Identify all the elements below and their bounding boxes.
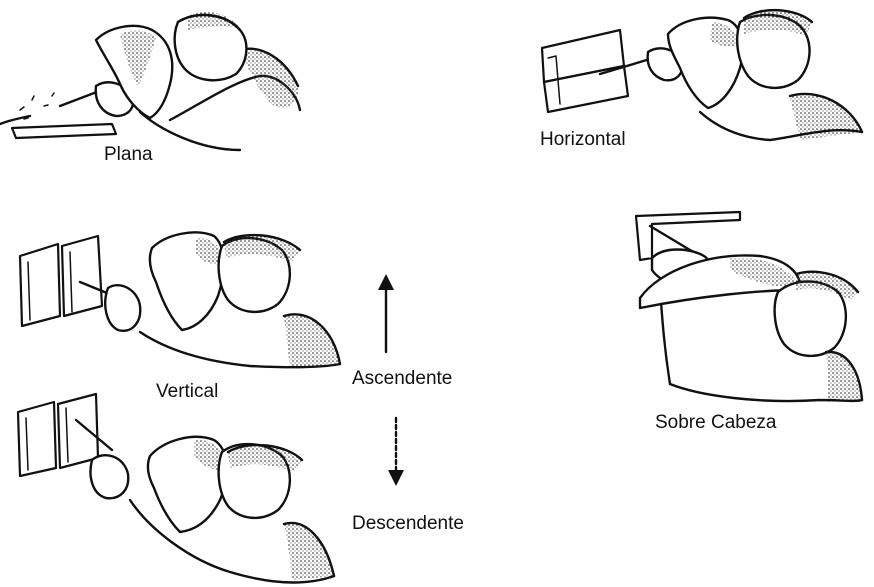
vertical-up-workpiece-left — [20, 244, 60, 326]
arrow-up-icon — [378, 274, 394, 352]
vertical-up-workpiece-right — [62, 236, 102, 316]
welder-horizontal-figure — [542, 10, 862, 140]
flat-workpiece — [12, 124, 116, 138]
label-overhead: Sobre Cabeza — [655, 413, 776, 432]
label-horizontal: Horizontal — [540, 130, 626, 149]
welder-vertical-down-figure — [18, 394, 334, 582]
vertical-down-workpiece-right — [58, 394, 98, 468]
vertical-down-workpiece-left — [18, 402, 56, 476]
label-vertical: Vertical — [156, 382, 218, 401]
welder-flat-figure — [0, 12, 300, 150]
arrow-down-icon — [388, 418, 404, 486]
label-flat: Plana — [104, 145, 153, 164]
welder-vertical-up-figure — [20, 232, 340, 368]
label-descending: Descendente — [352, 514, 464, 533]
label-ascending: Ascendente — [352, 369, 452, 388]
welder-overhead-figure — [636, 212, 862, 402]
sparks — [20, 93, 54, 119]
